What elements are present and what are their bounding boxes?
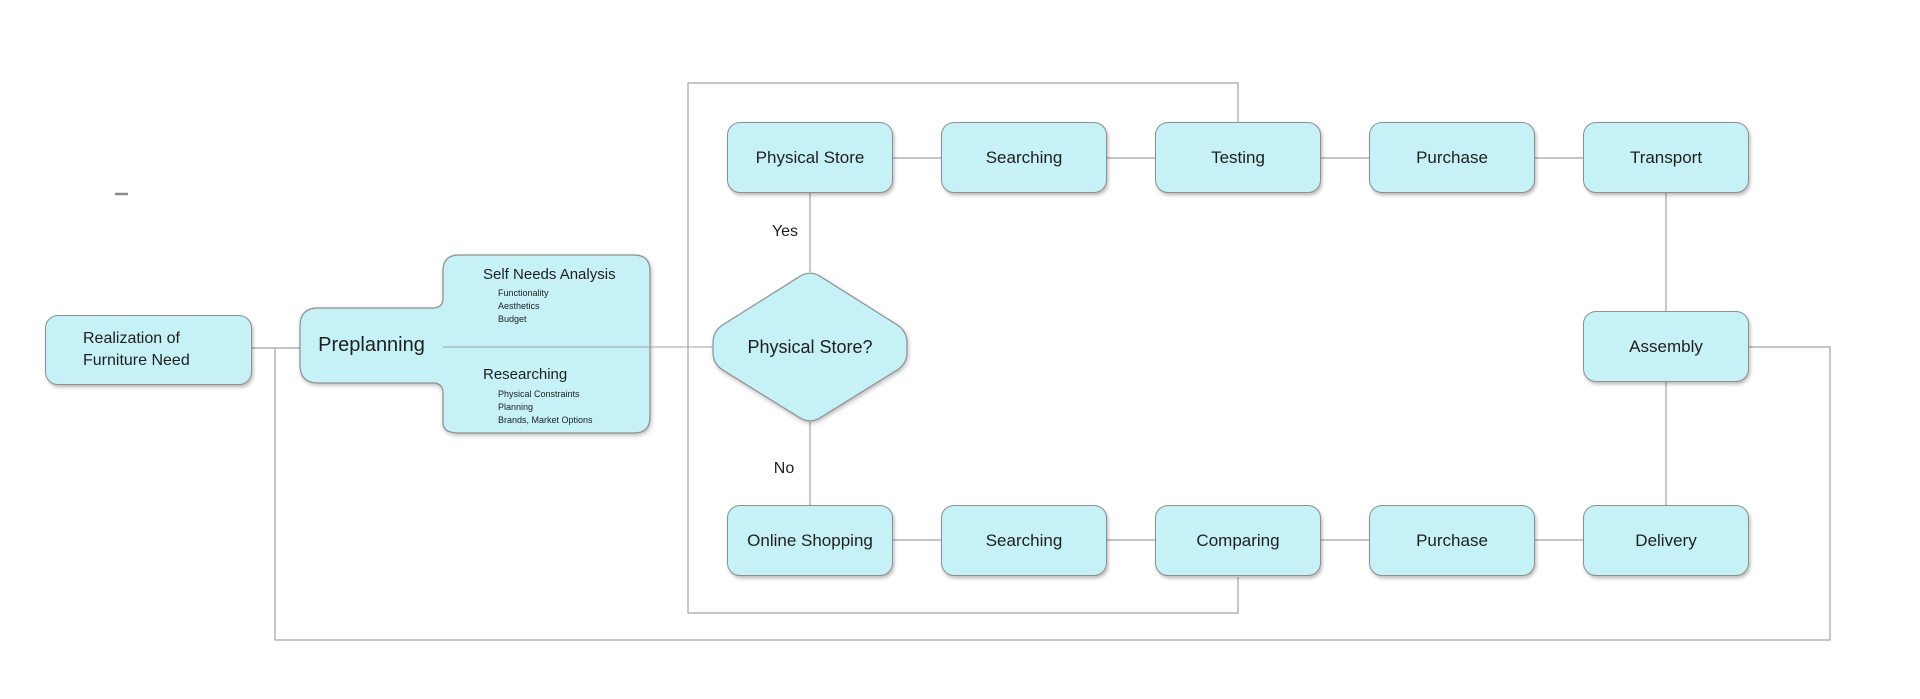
node-label: Purchase	[1416, 147, 1488, 167]
node-online-shopping[interactable]: Online Shopping	[727, 505, 893, 576]
node-realization-of-furniture-need[interactable]: Realization of Furniture Need	[45, 315, 252, 385]
node-label: Transport	[1629, 147, 1703, 167]
decision-shape[interactable]	[712, 272, 908, 422]
node-label: Searching	[985, 530, 1063, 550]
node-transport[interactable]: Transport	[1583, 122, 1749, 193]
node-delivery[interactable]: Delivery	[1583, 505, 1749, 576]
connector-testing-comparing-bracket	[687, 82, 1239, 614]
node-searching-top[interactable]: Searching	[941, 122, 1107, 193]
node-label: Furniture Need	[83, 352, 190, 369]
node-testing[interactable]: Testing	[1155, 122, 1321, 193]
node-label: Searching	[985, 147, 1063, 167]
node-label: Online Shopping	[747, 530, 873, 550]
node-physical-store[interactable]: Physical Store	[727, 122, 893, 193]
node-label: Realization of	[83, 330, 180, 347]
node-label: Comparing	[1196, 530, 1280, 550]
node-label: Testing	[1211, 147, 1265, 167]
connector-assembly-feedback-loop	[274, 346, 1831, 641]
node-label: Physical Store	[755, 147, 865, 167]
preplanning-group-shape[interactable]	[299, 254, 651, 434]
node-label: Assembly	[1629, 336, 1703, 356]
node-assembly[interactable]: Assembly	[1583, 311, 1749, 382]
node-label: Delivery	[1635, 530, 1697, 550]
node-purchase-bottom[interactable]: Purchase	[1369, 505, 1535, 576]
node-label: Purchase	[1416, 530, 1488, 550]
node-purchase-top[interactable]: Purchase	[1369, 122, 1535, 193]
node-comparing[interactable]: Comparing	[1155, 505, 1321, 576]
node-searching-bottom[interactable]: Searching	[941, 505, 1107, 576]
